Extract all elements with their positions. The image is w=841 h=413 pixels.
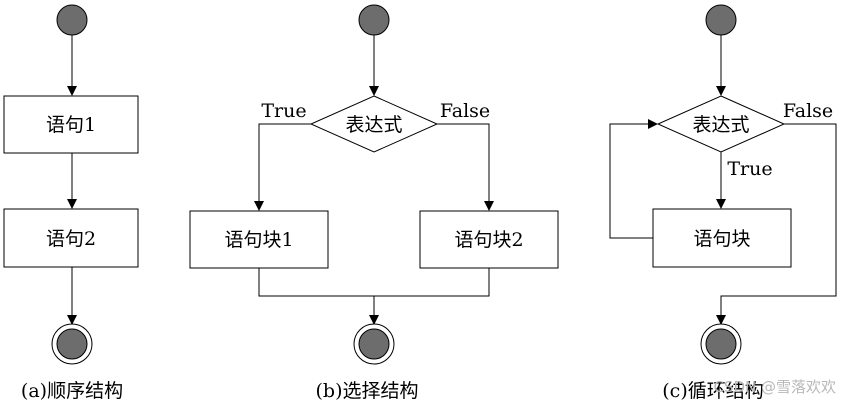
loop-edge-back (609, 123, 653, 239)
selection-block2-label: 语句块2 (454, 229, 523, 251)
selection-diagram: 表达式 True False 语句块1 语句块2 (b)选择结构 (189, 4, 559, 402)
loop-false-label: False (783, 100, 833, 122)
selection-edge-true (258, 123, 311, 201)
sequence-start-node (56, 4, 88, 36)
selection-block1-label: 语句块1 (224, 229, 293, 251)
selection-block1-box (189, 210, 329, 269)
selection-arrow-end (369, 315, 379, 325)
selection-condition-diamond (309, 95, 439, 153)
selection-true-label: True (261, 100, 306, 122)
selection-false-label: False (440, 100, 490, 122)
selection-block2-box (419, 210, 559, 269)
sequence-statement1-box (3, 95, 139, 154)
selection-caption: (b)选择结构 (316, 380, 419, 402)
loop-start-node (705, 4, 737, 36)
loop-true-label: True (727, 158, 772, 180)
selection-edge-false (437, 123, 490, 201)
sequence-statement2-box (3, 208, 139, 268)
loop-arrow-back (648, 119, 658, 129)
sequence-arrow-1 (67, 86, 77, 96)
loop-condition-label: 表达式 (692, 114, 749, 136)
selection-arrow-true (254, 201, 264, 211)
selection-condition-label: 表达式 (345, 114, 402, 136)
loop-block-label: 语句块 (693, 228, 750, 250)
watermark-text: CSDN @雪落欢欢 (713, 378, 836, 396)
loop-diagram: 表达式 True 语句块 False (c)循环结构 (609, 4, 837, 402)
loop-arrow-1 (716, 86, 726, 96)
loop-end-node-core (705, 328, 737, 360)
loop-caption: (c)循环结构 (662, 380, 763, 402)
loop-arrow-true (716, 199, 726, 209)
loop-edge-false (720, 123, 837, 315)
loop-arrow-end (716, 315, 726, 325)
sequence-caption: (a)顺序结构 (21, 380, 123, 402)
sequence-arrow-2 (67, 199, 77, 209)
selection-end-node-core (358, 328, 390, 360)
sequence-arrow-3 (67, 315, 77, 325)
selection-start-node (358, 4, 390, 36)
selection-arrow-1 (369, 86, 379, 96)
sequence-diagram: 语句1 语句2 (a)顺序结构 (3, 4, 139, 402)
sequence-statement1-label: 语句1 (46, 114, 96, 136)
selection-arrow-false (484, 201, 494, 211)
sequence-statement2-label: 语句2 (46, 228, 96, 250)
selection-edge-merge (258, 268, 490, 297)
sequence-end-node-core (56, 328, 88, 360)
